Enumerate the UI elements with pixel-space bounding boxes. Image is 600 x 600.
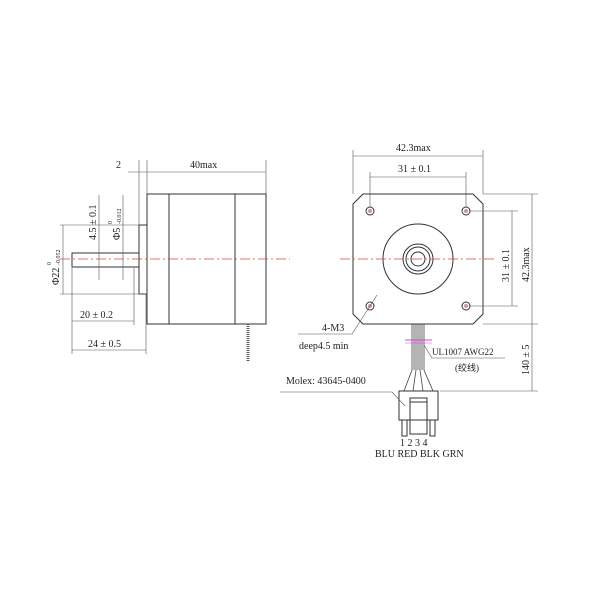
dim-shaft-length: 24 ± 0.5 [88,339,121,350]
tol-upper: 0 [47,262,53,265]
dim-hole-spacing-v: 31 ± 0.1 [501,249,512,282]
dim-length: 40max [190,160,217,171]
connector [398,390,439,437]
wire-spec: UL1007 AWG22 [432,347,494,357]
dim-flat-length: 20 ± 0.2 [80,310,113,321]
pin-colors: BLU RED BLK GRN [375,449,464,460]
lead-wires [403,324,434,392]
dim-shaft-dia: Φ5 [112,228,123,240]
front-view: 42.3max 31 ± 0.1 31 ± 0.1 42.3max 140 ± … [280,143,538,460]
mount-depth-label: deep4.5 min [299,341,348,352]
shaft [71,252,140,268]
dim-flange: 2 [116,160,121,171]
tol-lower: -0.052 [56,250,62,266]
dim-lead-length: 140 ± 5 [521,345,532,376]
connector-label: Molex: 43645-0400 [286,376,366,387]
boss [138,224,148,295]
mount-holes [365,206,471,311]
dim-hole-spacing-h: 31 ± 0.1 [398,164,431,175]
wire-note: (绞线) [455,362,479,373]
tol-upper: 0 [108,221,114,224]
pin-numbers: 1 2 3 4 [400,438,428,449]
dim-boss-dia: Φ22 [51,268,62,285]
side-view: 2 40max 20 ± 0.2 24 ± 0.5 4.5 ± 0.1 Φ5 0… [47,160,290,362]
dim-width: 42.3max [396,143,431,154]
faceplate [352,193,484,325]
tol-lower: -0.012 [117,209,123,225]
dim-shaft-flat: 4.5 ± 0.1 [88,205,99,241]
dim-height: 42.3max [521,247,532,282]
mount-holes-label: 4-M3 [322,323,344,334]
